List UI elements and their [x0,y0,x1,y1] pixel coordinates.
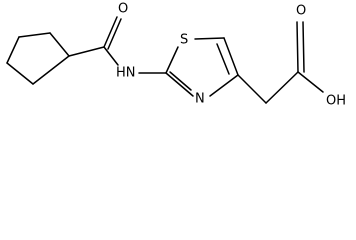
ring-nitrogen-label: N [195,92,205,107]
ring-sulfur-label: S [180,33,188,48]
amide-group [68,16,122,66]
hydroxyl-label: OH [326,94,346,109]
acid-oxygen-label: O [296,4,306,19]
cyclopentane-ring [6,32,70,85]
chemical-structure: O HN S N OH O [6,2,346,109]
amide-nitrogen-label: HN [116,66,136,81]
thiazole-ring [165,37,239,97]
carbonyl-oxygen-label: O [118,2,128,17]
acetic-acid-chain [237,21,324,104]
